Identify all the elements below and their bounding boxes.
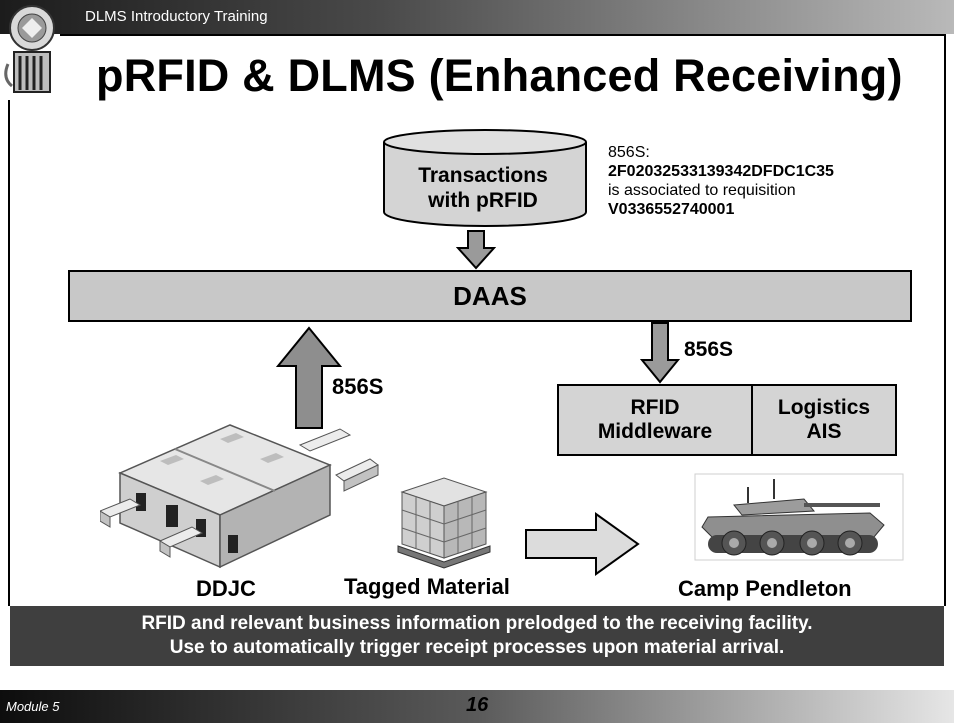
- shipment-note: 856S: 2F02032533139342DFDC1C35 is associ…: [608, 143, 834, 219]
- frame-left: [8, 100, 10, 606]
- arrow-down-to-middleware: [640, 322, 680, 384]
- rfid-middleware-box: RFID Middleware: [557, 384, 753, 456]
- database-icon: [383, 129, 587, 227]
- callout-line2: Use to automatically trigger receipt pro…: [169, 637, 785, 658]
- arrow-up-from-ddjc: [276, 326, 342, 429]
- note-tag-id: 2F02032533139342DFDC1C35: [608, 163, 834, 180]
- database-label: Transactions with pRFID: [388, 163, 578, 213]
- rfid-box-line1: RFID: [630, 396, 680, 419]
- arrow-down-to-daas: [456, 230, 496, 270]
- header-bar: [0, 0, 954, 34]
- callout-line1: RFID and relevant business information p…: [141, 613, 813, 634]
- seal-logo: [4, 5, 55, 93]
- arrow-right-to-camp: [525, 512, 640, 576]
- ddjc-label: DDJC: [196, 576, 256, 601]
- daas-bar: DAAS: [68, 270, 912, 322]
- summary-callout: RFID and relevant business information p…: [10, 606, 944, 666]
- logistics-box-line1: Logistics: [777, 396, 871, 419]
- note-line1: 856S:: [608, 144, 650, 161]
- module-label: Module 5: [6, 699, 60, 714]
- tagged-material-label: Tagged Material: [344, 574, 510, 599]
- database-label-line1: Transactions: [418, 164, 548, 187]
- frame-top: [60, 34, 944, 36]
- header-title: DLMS Introductory Training: [85, 8, 268, 25]
- armored-vehicle-icon: [694, 473, 904, 561]
- logistics-box-line2: AIS: [806, 420, 842, 443]
- pallet-icon: [397, 477, 491, 569]
- footer-bar: [0, 690, 954, 723]
- note-line3: is associated to requisition: [608, 182, 796, 199]
- database-label-line2: with pRFID: [428, 189, 538, 212]
- rfid-box-line2: Middleware: [597, 420, 713, 443]
- arrow-down-label: 856S: [684, 338, 734, 361]
- arrow-up-label: 856S: [332, 374, 384, 399]
- camp-pendleton-label: Camp Pendleton: [678, 576, 852, 601]
- frame-right: [944, 34, 946, 606]
- logistics-ais-box: Logistics AIS: [751, 384, 897, 456]
- note-requisition: V0336552740001: [608, 201, 735, 218]
- warehouse-icon: [100, 424, 379, 569]
- page-number: 16: [466, 694, 489, 716]
- slide-title: pRFID & DLMS (Enhanced Receiving): [96, 50, 903, 101]
